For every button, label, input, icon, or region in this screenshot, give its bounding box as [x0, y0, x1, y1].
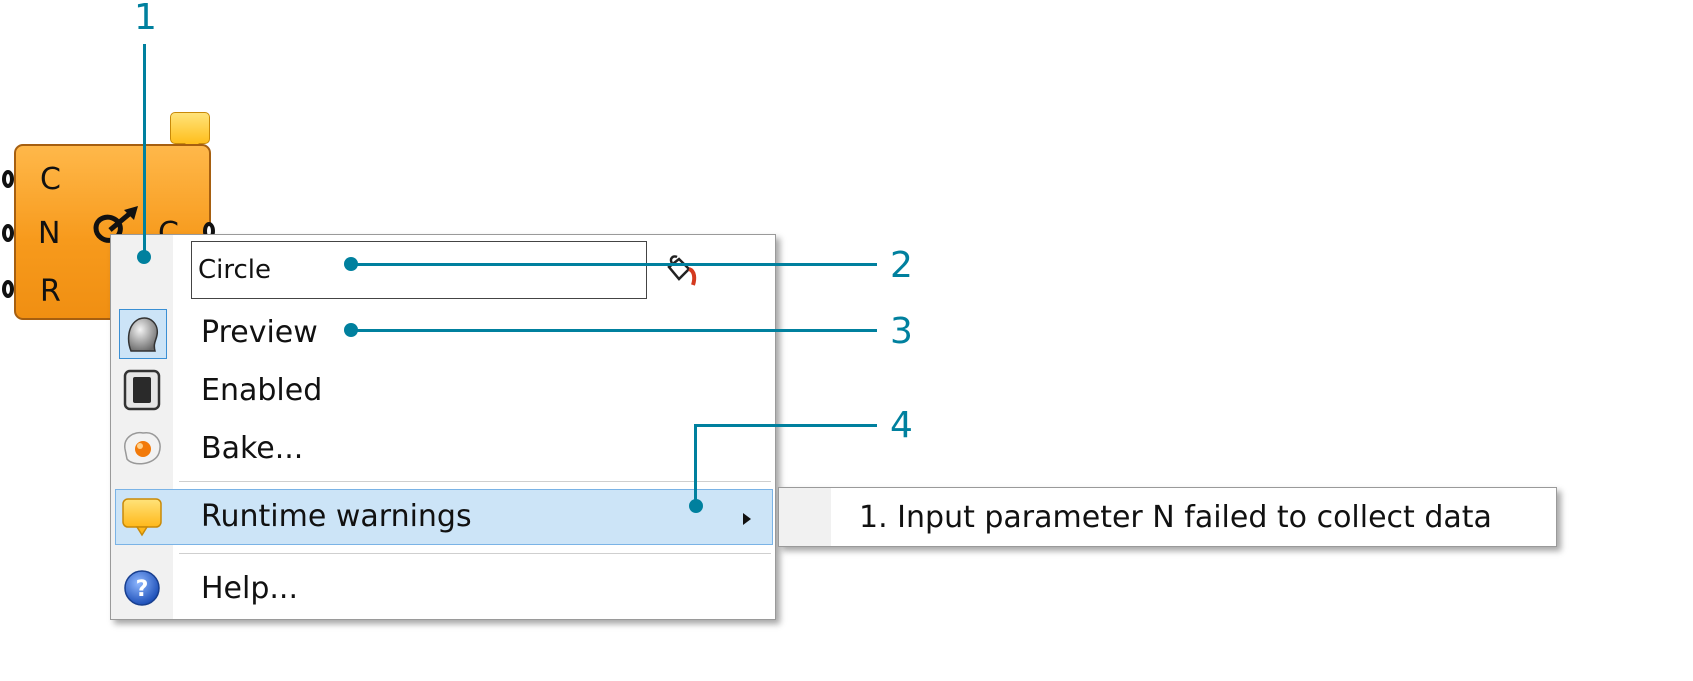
- menu-item-bake[interactable]: Bake...: [201, 431, 304, 466]
- callout-line-2: [351, 263, 877, 266]
- menu-item-runtime-warnings[interactable]: Runtime warnings: [201, 499, 472, 534]
- input-r-label: R: [40, 274, 61, 309]
- menu-icon-gutter: [111, 235, 173, 619]
- callout-dot-4: [689, 499, 703, 513]
- input-c-grip[interactable]: [2, 170, 14, 188]
- callout-line-1: [143, 44, 146, 256]
- component-name-input[interactable]: [191, 241, 647, 299]
- input-r-grip[interactable]: [2, 280, 14, 298]
- callout-number-3: 3: [890, 311, 913, 352]
- submenu-arrow-icon: [743, 513, 751, 525]
- callout-line-4-vertical: [694, 425, 697, 505]
- paint-bucket-icon[interactable]: [663, 253, 699, 289]
- runtime-warnings-submenu: 1. Input parameter N failed to collect d…: [778, 487, 1557, 547]
- callout-line-3: [351, 329, 877, 332]
- menu-separator: [179, 481, 771, 482]
- input-n-grip[interactable]: [2, 224, 14, 242]
- preview-ghost-icon: [127, 317, 159, 352]
- warning-flag-icon: [170, 112, 210, 151]
- input-c-label: C: [40, 162, 61, 197]
- enabled-toggle-icon: [123, 369, 161, 411]
- callout-line-4-horizontal: [694, 424, 877, 427]
- bake-egg-icon: [124, 431, 161, 465]
- callout-dot-1: [137, 250, 151, 264]
- circle-cnr-icon: [93, 206, 138, 243]
- help-icon: ?: [124, 570, 160, 606]
- menu-item-preview[interactable]: Preview: [201, 315, 318, 350]
- callout-number-1: 1: [134, 0, 157, 38]
- warning-message-item[interactable]: 1. Input parameter N failed to collect d…: [859, 500, 1492, 535]
- runtime-warnings-highlight: [115, 489, 773, 545]
- menu-item-enabled[interactable]: Enabled: [201, 373, 323, 408]
- menu-item-help[interactable]: Help...: [201, 571, 299, 606]
- submenu-icon-gutter: [779, 488, 831, 546]
- context-menu: Preview Enabled Bake... Runtime warnings…: [110, 234, 776, 620]
- callout-number-4: 4: [890, 405, 913, 446]
- callout-number-2: 2: [890, 245, 913, 286]
- input-n-label: N: [38, 216, 61, 251]
- menu-separator: [179, 553, 771, 554]
- svg-text:?: ?: [136, 577, 149, 602]
- warning-balloon-icon: [122, 498, 162, 537]
